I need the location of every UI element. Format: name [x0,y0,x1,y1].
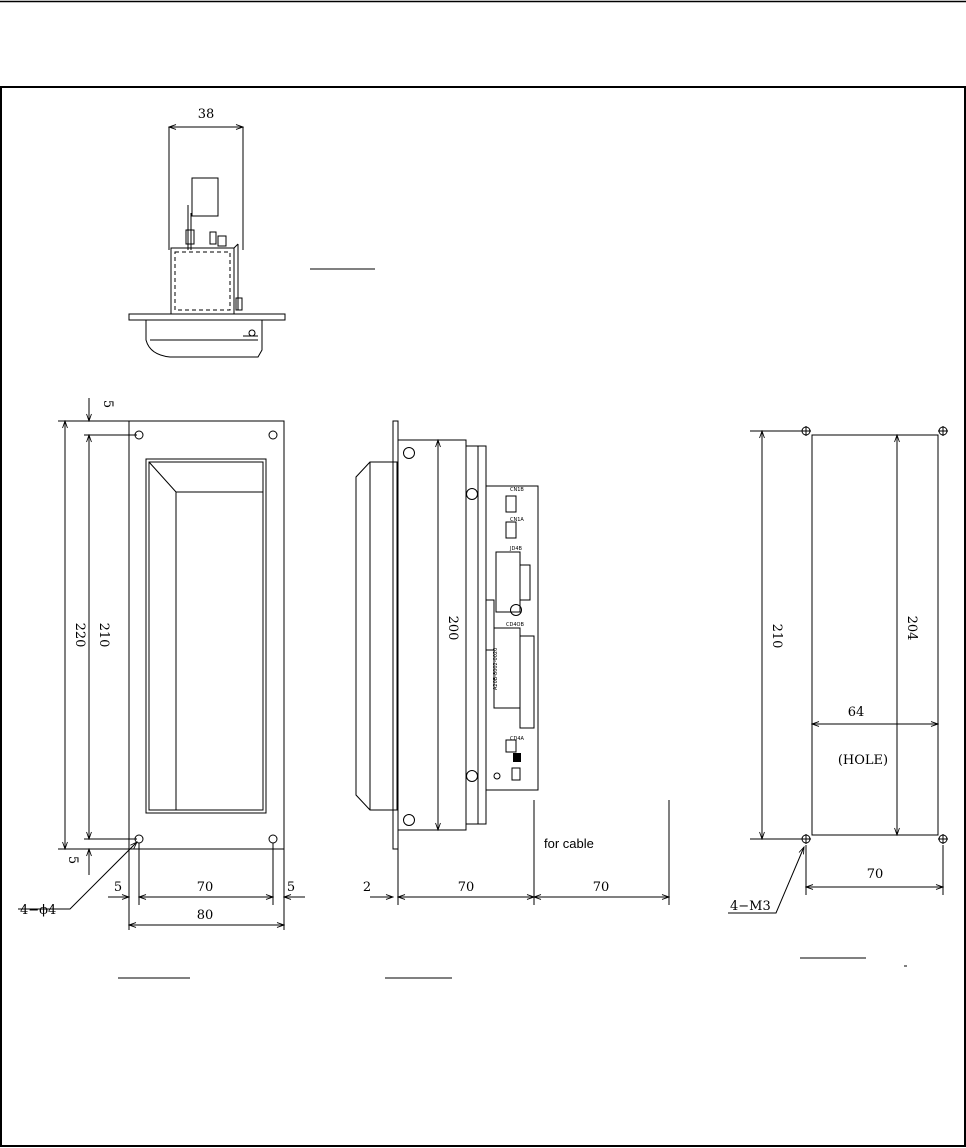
cutout-width-holes-label: 70 [867,867,884,882]
cutout-view [728,431,943,913]
cutout-height-holes-label: 210 [769,624,784,649]
front-hole-spec-label: 4−ϕ4 [20,903,56,918]
side-cable-note: for cable [544,836,594,851]
pcb-label-4: CD4OB [506,622,524,628]
front-width-outer-label: 80 [197,908,214,923]
front-margin-bottom-label: 5 [65,856,80,864]
pcb-label-6: CD4A [510,736,525,742]
pcb-label-5: A20B-8002-0020 [493,648,499,690]
side-depth-label: 70 [458,880,475,895]
cutout-height-hole-label: 204 [904,616,919,641]
pcb-label-2: CN1A [510,517,524,523]
pcb-label-3: JD4B [509,546,523,552]
front-view [18,398,305,930]
side-cable-clearance-label: 70 [593,880,610,895]
front-margin-left-label: 5 [114,880,122,895]
pcb-label-1: CN1B [510,487,524,493]
front-width-holes-label: 70 [197,880,214,895]
connector-block [513,753,521,762]
top-width-label: 38 [198,107,215,122]
front-margin-right-label: 5 [287,880,295,895]
front-height-holes-label: 210 [96,623,111,648]
screw-hole-marks [801,426,948,844]
front-margin-top-label: 5 [100,400,115,408]
top-view [129,127,285,357]
cutout-width-hole-label: 64 [848,705,865,720]
front-height-outer-label: 220 [72,623,87,648]
side-view [356,421,669,905]
cutout-screw-spec-label: 4−M3 [730,899,771,914]
side-panel-thickness-label: 2 [363,880,371,895]
cutout-hole-label: (HOLE) [838,753,888,768]
side-height-label: 200 [445,616,460,641]
